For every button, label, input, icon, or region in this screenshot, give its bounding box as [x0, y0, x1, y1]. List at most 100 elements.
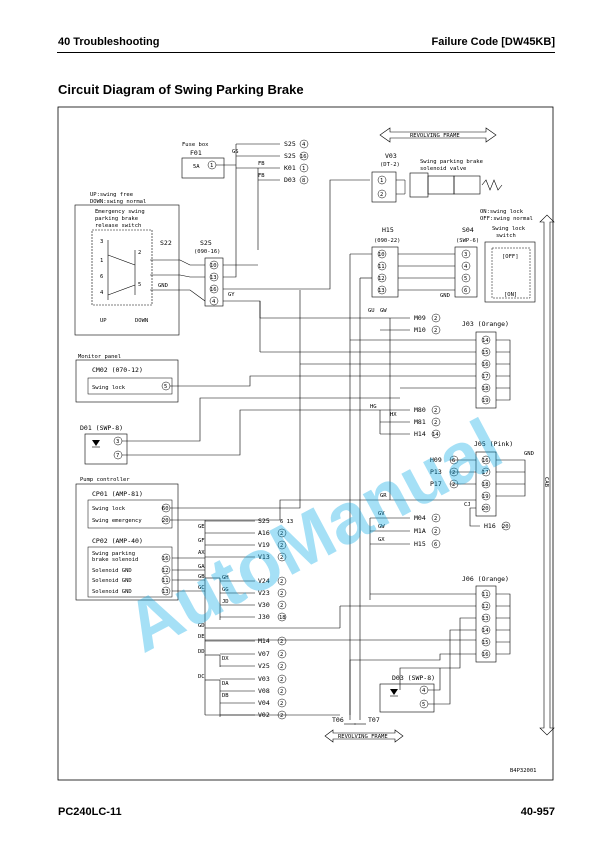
gv-wire: GV [378, 511, 385, 517]
left-ref: V07 [258, 650, 270, 658]
s04-pin-6: 6 [464, 288, 467, 294]
left-pin: 2 [280, 639, 283, 645]
cab-label: CAB [543, 477, 549, 488]
footer-page: 40-957 [520, 806, 555, 818]
pump-title: Pump controller [80, 477, 130, 483]
left-wire: JD [222, 599, 229, 605]
footer-model: PC240LC-11 [58, 806, 122, 818]
j03-name: J03 (Orange) [462, 320, 509, 328]
switch-label-1: Emergency swing [95, 209, 145, 215]
fuse-wire-fb2: FB [258, 173, 265, 179]
monitor-row: Swing lock [92, 385, 126, 391]
s04-gnd: GND [440, 293, 450, 299]
j05-pin: 16 [482, 458, 489, 464]
left-pin: 2 [280, 555, 283, 561]
left-ref: V03 [258, 675, 270, 683]
left-pin: 2 [280, 591, 283, 597]
revolving-frame-top-label: REVOLVING FRAME [410, 133, 460, 139]
ground-terminals: T06 T07 [332, 315, 380, 725]
page-title: Circuit Diagram of Swing Parking Brake [58, 82, 304, 97]
j05-ref-h16: H16 [484, 522, 496, 530]
d03-diode: D03 (SWP-8) 4 5 [379, 629, 476, 713]
hg-wire: HG [370, 404, 377, 410]
left-pin: 2 [280, 652, 283, 658]
j03-pin: 14 [482, 338, 489, 344]
hx-wire: HX [390, 412, 397, 418]
left-ref-row: GH V24 2 [220, 575, 287, 586]
left-pin: 2 [280, 579, 283, 585]
left-ref: V23 [258, 589, 270, 597]
left-pin: 2 [280, 701, 283, 707]
hg-ref-h14: H14 [414, 430, 426, 438]
left-pin: 2 [280, 543, 283, 549]
d01-pin-3: 3 [116, 439, 119, 445]
left-pin: 2 [280, 603, 283, 609]
v03-pin-2: 2 [380, 192, 383, 198]
v03-name: V03 [385, 152, 397, 160]
left-ref: V24 [258, 577, 270, 585]
j06-pin: 14 [482, 628, 489, 634]
fuse-wire-fb1: FB [258, 161, 265, 167]
h15-pin-12: 12 [378, 276, 385, 282]
hg-pin-m80: 2 [434, 408, 437, 414]
revolving-frame-top: REVOLVING FRAME [379, 127, 497, 143]
monitor-title: Monitor panel [78, 354, 121, 360]
j03-pin: 15 [482, 350, 489, 356]
pump-controller: Pump controller CP01 (AMP-81) Swing lock… [75, 364, 390, 601]
left-wire: DA [222, 681, 229, 687]
gv-pin-h15: 6 [434, 542, 437, 548]
wire-ga: GA [198, 564, 205, 570]
s04-pin-3: 3 [464, 252, 467, 258]
left-ref: V19 [258, 541, 270, 549]
left-wire: GF [198, 538, 205, 544]
cab-arrow: CAB [539, 214, 555, 736]
left-wire: DE [198, 634, 205, 640]
gw-ref-m09: M09 [414, 314, 426, 322]
gw-wire-gu: GU [368, 308, 375, 314]
hg-ref-m80: M80 [414, 406, 426, 414]
j05-ref-h09: H09 [430, 456, 442, 464]
j05-connector: J05 (Pink) GND 16 17 18 19 20 H09 6 P13 … [430, 440, 534, 531]
s25-wire-gy: GY [228, 292, 235, 298]
j06-name: J06 (Orange) [462, 575, 509, 583]
left-ref: S25 [258, 517, 270, 525]
left-ref: V02 [258, 711, 270, 719]
j05-gnd: GND [524, 451, 534, 457]
monitor-panel: Monitor panel CM02 (070-12) Swing lock 5 [75, 354, 400, 403]
gv-ref-m04: M04 [414, 514, 426, 522]
switch-mode-down: DOWN:swing normal [90, 199, 146, 205]
s04-label-1: Swing lock [492, 226, 526, 232]
section-header: 40 Troubleshooting [58, 36, 160, 48]
left-wire: GH [222, 575, 229, 581]
left-pin: 2 [280, 689, 283, 695]
s04-on-label: [ON] [504, 292, 517, 298]
s04-off-label: [OFF] [502, 254, 519, 260]
s04-pin-4: 4 [464, 264, 468, 270]
left-ref: J30 [258, 613, 270, 621]
wire-gc: GC [198, 585, 205, 591]
switch-mode-up: UP:swing free [90, 192, 133, 198]
header-rule [57, 52, 555, 53]
s25-pin-4: 4 [212, 299, 216, 305]
gw-ref-m10: M10 [414, 326, 426, 334]
fuse-outputs: S25 4 S25 16 FB K01 1 FB D03 8 [236, 139, 309, 250]
h15-connector: H15 (090-22) 10 11 12 13 [349, 226, 455, 410]
sw-pin-2: 2 [138, 250, 141, 256]
hg-ref-m81: M81 [414, 418, 426, 426]
gx-wire: GX [378, 537, 385, 543]
cp02-pin-12: 12 [162, 568, 169, 574]
left-ref: V30 [258, 601, 270, 609]
wire-dc: DC [198, 674, 205, 680]
j05-refpin-h16: 20 [502, 524, 509, 530]
fuse-out-pin-2: 16 [300, 154, 307, 160]
s04-name: S04 [462, 226, 474, 234]
gw-wire-gw: GW [380, 308, 387, 314]
sw-pin-1: 1 [100, 258, 103, 264]
hg-pin-m81: 2 [434, 420, 437, 426]
fuse-box-label: Fuse box [182, 142, 209, 148]
